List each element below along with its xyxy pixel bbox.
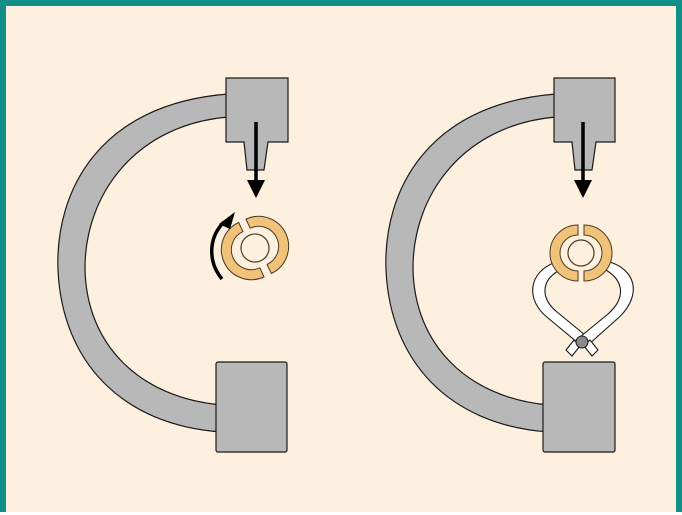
lower-detector-block <box>542 361 616 453</box>
rotation-arrow-head <box>219 212 235 229</box>
sample-holder <box>532 261 634 357</box>
lower-detector-block <box>215 361 288 453</box>
beam-arrow-head <box>247 180 265 198</box>
ring-sample <box>549 224 613 282</box>
ring-sample <box>220 215 290 281</box>
right-panel <box>385 77 634 453</box>
holder-pivot <box>575 335 589 349</box>
left-panel <box>57 77 290 453</box>
beam-arrow-head <box>574 180 592 198</box>
rotation-arrow <box>210 220 226 281</box>
